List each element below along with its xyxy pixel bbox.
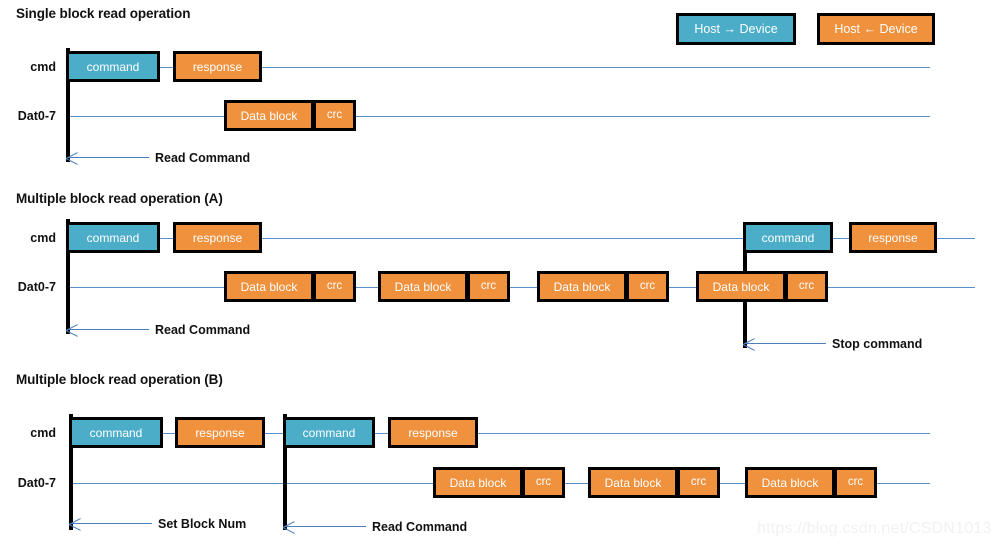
annotation-arrow-multiple-block-read-b-set-block-num	[70, 517, 152, 531]
packet-label: Data block	[240, 108, 298, 123]
arrow-head-icon	[66, 151, 78, 165]
packet-label: Data block	[604, 475, 662, 490]
packet-label: crc	[690, 475, 707, 488]
arrow-shaft	[67, 329, 149, 330]
row-label-single-block-read-cmd: cmd	[30, 60, 56, 74]
row-label-multiple-block-read-a-dat0-7: Dat0-7	[17, 280, 56, 294]
packet-label: crc	[798, 279, 815, 292]
packet-multiple-block-read-a-dat0-7-data-block-11: Data block	[696, 271, 786, 302]
packet-single-block-read-dat0-7-crc-4: crc	[313, 100, 356, 131]
packet-single-block-read-dat0-7-data-block-3: Data block	[224, 100, 314, 131]
packet-label: response	[195, 425, 245, 440]
signal-wire-multiple-block-read-b-cmd	[70, 433, 930, 434]
section-title-multiple-block-read-a: Multiple block read operation (A)	[16, 191, 223, 206]
row-label-multiple-block-read-a-cmd: cmd	[30, 231, 56, 245]
arrow-head-icon	[66, 323, 78, 337]
packet-multiple-block-read-b-dat0-7-crc-6: crc	[522, 467, 565, 498]
packet-multiple-block-read-a-dat0-7-crc-10: crc	[626, 271, 669, 302]
packet-multiple-block-read-b-cmd-response-4: response	[388, 417, 478, 448]
arrow-shaft	[67, 157, 149, 158]
packet-multiple-block-read-a-dat0-7-crc-12: crc	[785, 271, 828, 302]
annotation-label-multiple-block-read-a-read-command: Read Command	[155, 323, 251, 337]
arrow-shaft	[744, 343, 826, 344]
signal-wire-multiple-block-read-a-cmd	[68, 238, 975, 239]
packet-multiple-block-read-b-dat0-7-crc-8: crc	[677, 467, 720, 498]
packet-multiple-block-read-a-dat0-7-crc-6: crc	[313, 271, 356, 302]
row-label-multiple-block-read-b-dat0-7: Dat0-7	[17, 476, 56, 490]
packet-label: Data block	[449, 475, 507, 490]
packet-multiple-block-read-b-cmd-response-2: response	[175, 417, 265, 448]
annotation-label-multiple-block-read-a-stop-command: Stop command	[832, 337, 923, 351]
legend-device-to-host-label: Host ← Device	[834, 22, 918, 36]
annotation-arrow-multiple-block-read-a-stop-command	[744, 337, 826, 351]
packet-label: Data block	[761, 475, 819, 490]
packet-multiple-block-read-a-dat0-7-data-block-9: Data block	[537, 271, 627, 302]
packet-label: response	[192, 59, 243, 74]
packet-label: command	[86, 59, 140, 74]
packet-label: Data block	[712, 279, 770, 294]
packet-multiple-block-read-a-dat0-7-data-block-7: Data block	[378, 271, 468, 302]
packet-multiple-block-read-b-dat0-7-data-block-5: Data block	[433, 467, 523, 498]
packet-label: Data block	[240, 279, 298, 294]
section-title-multiple-block-read-b: Multiple block read operation (B)	[16, 372, 223, 387]
legend-device-to-host: Host ← Device	[817, 13, 935, 45]
packet-label: crc	[480, 279, 497, 292]
timing-marker-multiple-block-read-b-1	[69, 414, 73, 530]
packet-multiple-block-read-b-dat0-7-crc-10: crc	[834, 467, 877, 498]
section-title-single-block-read: Single block read operation	[16, 6, 191, 21]
packet-multiple-block-read-b-cmd-command-1: command	[69, 417, 163, 448]
packet-single-block-read-cmd-response-2: response	[173, 51, 262, 82]
packet-multiple-block-read-a-cmd-command-3: command	[743, 222, 833, 253]
signal-wire-single-block-read-dat0-7	[68, 116, 930, 117]
packet-multiple-block-read-a-cmd-response-4: response	[849, 222, 937, 253]
annotation-label-multiple-block-read-b-set-block-num: Set Block Num	[158, 517, 247, 531]
annotation-arrow-single-block-read-read-command	[67, 151, 149, 165]
packet-label: response	[408, 425, 458, 440]
timing-marker-single-block-read-1	[66, 48, 70, 162]
packet-label: command	[86, 230, 140, 245]
arrow-head-icon	[743, 337, 755, 351]
arrow-shaft	[284, 526, 366, 527]
packet-label: command	[761, 230, 815, 245]
timing-marker-multiple-block-read-b-2	[283, 414, 287, 530]
row-label-single-block-read-dat0-7: Dat0-7	[17, 109, 56, 123]
packet-label: crc	[535, 475, 552, 488]
packet-label: crc	[326, 279, 343, 292]
packet-label: crc	[847, 475, 864, 488]
row-label-multiple-block-read-b-cmd: cmd	[30, 426, 56, 440]
packet-multiple-block-read-a-cmd-response-2: response	[173, 222, 262, 253]
packet-multiple-block-read-a-dat0-7-crc-8: crc	[467, 271, 510, 302]
packet-label: command	[302, 425, 356, 440]
signal-wire-single-block-read-cmd	[68, 67, 930, 68]
packet-label: crc	[639, 279, 656, 292]
watermark-text: https://blog.csdn.net/CSDN1013	[757, 520, 992, 537]
packet-label: response	[868, 230, 918, 245]
annotation-label-multiple-block-read-b-read-command: Read Command	[372, 520, 468, 534]
packet-multiple-block-read-b-dat0-7-data-block-9: Data block	[745, 467, 835, 498]
annotation-arrow-multiple-block-read-b-read-command	[284, 520, 366, 534]
annotation-label-single-block-read-read-command: Read Command	[155, 151, 251, 165]
packet-multiple-block-read-a-dat0-7-data-block-5: Data block	[224, 271, 314, 302]
annotation-arrow-multiple-block-read-a-read-command	[67, 323, 149, 337]
packet-label: Data block	[394, 279, 452, 294]
packet-multiple-block-read-a-cmd-command-1: command	[66, 222, 160, 253]
packet-single-block-read-cmd-command-1: command	[66, 51, 160, 82]
packet-multiple-block-read-b-cmd-command-3: command	[283, 417, 375, 448]
packet-label: command	[89, 425, 143, 440]
arrow-shaft	[70, 523, 152, 524]
arrow-head-icon	[283, 520, 295, 534]
packet-multiple-block-read-b-dat0-7-data-block-7: Data block	[588, 467, 678, 498]
packet-label: Data block	[553, 279, 611, 294]
timing-marker-multiple-block-read-a-1	[66, 219, 70, 334]
signal-wire-multiple-block-read-a-dat0-7	[68, 287, 975, 288]
arrow-head-icon	[69, 517, 81, 531]
legend-host-to-device: Host → Device	[676, 13, 796, 45]
packet-label: response	[192, 230, 243, 245]
packet-label: crc	[326, 108, 343, 121]
legend-host-to-device-label: Host → Device	[694, 22, 778, 36]
